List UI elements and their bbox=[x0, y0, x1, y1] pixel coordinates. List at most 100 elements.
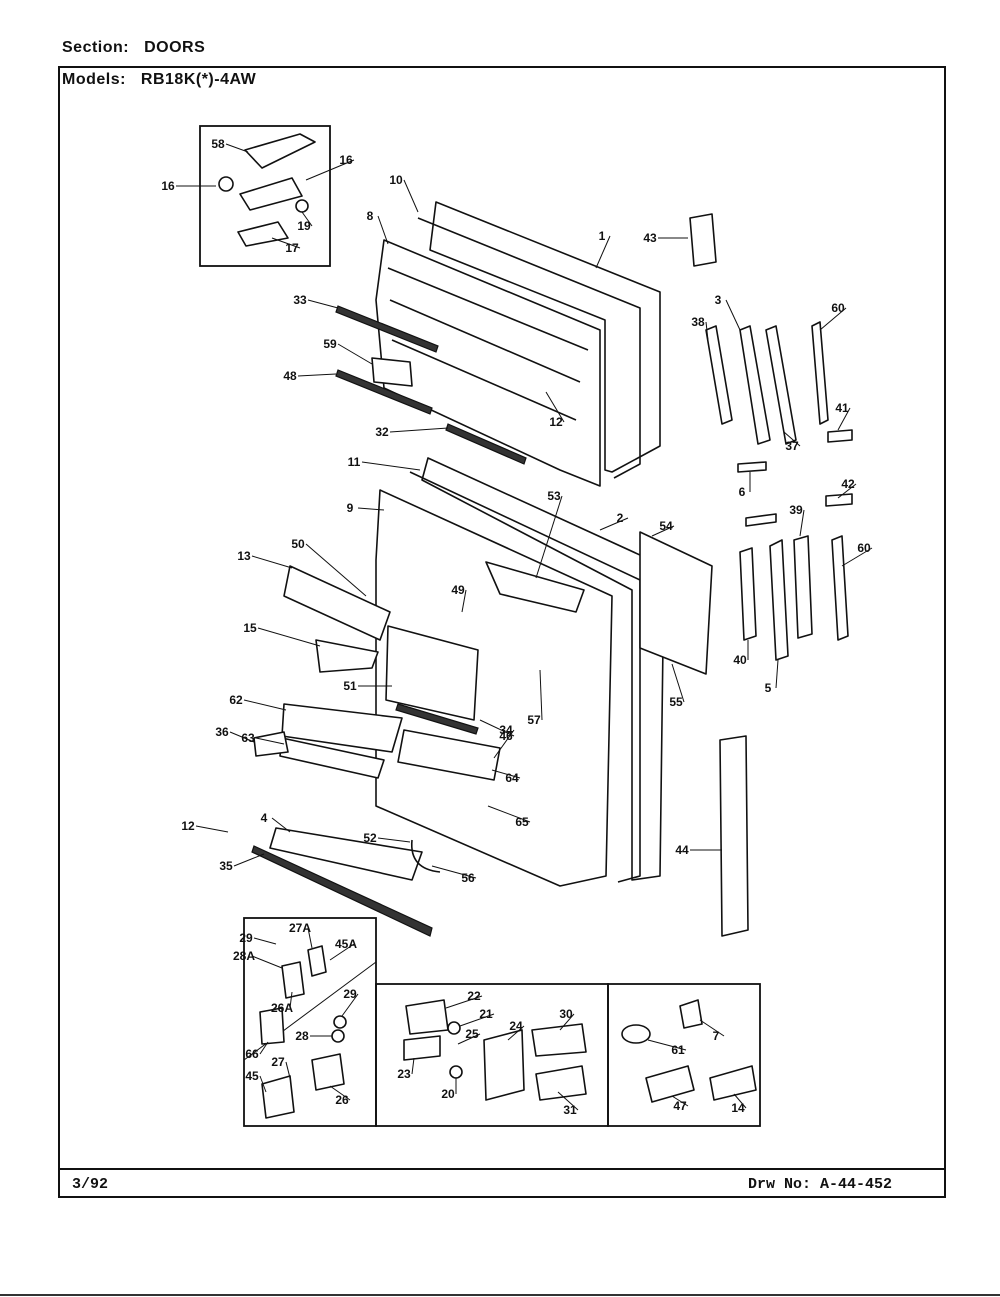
page-bottom-rule bbox=[0, 1294, 1000, 1296]
callout-label-16a: 16 bbox=[161, 179, 175, 193]
callout-label-42: 42 bbox=[841, 477, 855, 491]
leader-line-50 bbox=[305, 543, 367, 597]
handle-40 bbox=[739, 547, 757, 641]
callout-labels: 5816161917101843335948321233860413764211… bbox=[161, 137, 871, 1117]
leader-line-47 bbox=[671, 1095, 689, 1107]
callout-label-55: 55 bbox=[669, 695, 683, 709]
leader-line-45 bbox=[259, 1075, 267, 1093]
leader-line-29b bbox=[341, 993, 359, 1017]
callout-label-36: 36 bbox=[215, 725, 229, 739]
inset-box-right bbox=[607, 983, 761, 1127]
callout-label-29a: 29 bbox=[239, 931, 253, 945]
leader-line-4 bbox=[271, 817, 291, 833]
leader-line-38 bbox=[705, 321, 709, 341]
callout-label-65: 65 bbox=[515, 815, 529, 829]
hinge-47 bbox=[645, 1065, 695, 1103]
leader-line-64 bbox=[491, 769, 521, 779]
leader-line-62 bbox=[243, 699, 287, 711]
callout-label-58: 58 bbox=[211, 137, 225, 151]
callout-label-45A: 45A bbox=[335, 937, 357, 951]
callout-label-44: 44 bbox=[675, 843, 689, 857]
leader-line-1 bbox=[595, 235, 611, 269]
callout-label-19: 19 bbox=[297, 219, 311, 233]
freezer-door-gasket bbox=[417, 217, 641, 479]
freezer-shelf-rail-33 bbox=[335, 305, 439, 353]
spacer-6-top bbox=[737, 461, 767, 473]
callout-label-4: 4 bbox=[261, 811, 268, 825]
leader-line-22 bbox=[445, 995, 483, 1009]
callout-label-63: 63 bbox=[241, 731, 255, 745]
hinge-bracket-part bbox=[239, 177, 303, 211]
callout-label-60b: 60 bbox=[857, 541, 871, 555]
leader-line-26 bbox=[329, 1085, 351, 1101]
handle-trim-60-upper bbox=[811, 321, 829, 425]
callout-label-51: 51 bbox=[343, 679, 357, 693]
callout-label-13: 13 bbox=[237, 549, 251, 563]
leader-line-12b bbox=[195, 825, 229, 833]
hinge-30 bbox=[531, 1023, 587, 1057]
callout-label-10: 10 bbox=[389, 173, 403, 187]
callout-label-12a: 12 bbox=[549, 415, 563, 429]
callout-label-45: 45 bbox=[245, 1069, 259, 1083]
callout-label-15: 15 bbox=[243, 621, 257, 635]
models-label: Models: bbox=[62, 71, 126, 88]
callout-label-11: 11 bbox=[348, 455, 361, 469]
callout-label-29b: 29 bbox=[343, 987, 357, 1001]
freezer-shelf-rail-48 bbox=[335, 369, 433, 415]
leader-line-29a bbox=[253, 937, 277, 945]
callout-label-2: 2 bbox=[617, 511, 624, 525]
handle-bracket-3 bbox=[739, 325, 771, 445]
section-value: DOORS bbox=[144, 39, 206, 56]
leader-line-9 bbox=[357, 507, 385, 511]
leader-line-56 bbox=[431, 865, 477, 879]
models-value: RB18K(*)-4AW bbox=[140, 71, 257, 88]
leader-line-30 bbox=[559, 1013, 575, 1031]
callout-label-12b: 12 bbox=[181, 819, 195, 833]
handle-37 bbox=[765, 325, 797, 445]
hinge-part-66 bbox=[259, 1007, 285, 1045]
leader-line-28A bbox=[251, 955, 283, 969]
callout-label-54: 54 bbox=[659, 519, 673, 533]
leader-line-31 bbox=[557, 1091, 579, 1111]
rail-46 bbox=[395, 703, 479, 735]
leader-line-25 bbox=[457, 1033, 481, 1045]
trim-strip-35 bbox=[251, 845, 433, 937]
leader-line-59 bbox=[337, 343, 373, 365]
cap-61 bbox=[621, 1024, 651, 1044]
leader-line-48 bbox=[297, 373, 337, 377]
leader-line-45A bbox=[329, 943, 355, 961]
callout-label-59: 59 bbox=[323, 337, 337, 351]
leader-line-37 bbox=[783, 431, 801, 447]
callout-label-21: 21 bbox=[479, 1007, 493, 1021]
leader-line-35 bbox=[233, 853, 265, 867]
callout-label-6: 6 bbox=[739, 485, 746, 499]
leader-line-66 bbox=[259, 1041, 269, 1055]
callout-label-37: 37 bbox=[785, 439, 799, 453]
leader-line-14 bbox=[733, 1093, 747, 1109]
callout-label-31: 31 bbox=[563, 1103, 577, 1117]
callout-label-17: 17 bbox=[285, 241, 299, 255]
egg-tray-4 bbox=[269, 827, 423, 881]
dispenser-cover-51 bbox=[385, 625, 479, 721]
callout-label-47: 47 bbox=[673, 1099, 687, 1113]
hinge-part-26 bbox=[311, 1053, 345, 1091]
door-bin-34 bbox=[397, 729, 501, 781]
callout-label-57: 57 bbox=[527, 713, 541, 727]
callout-label-5: 5 bbox=[765, 681, 772, 695]
cap-36 bbox=[253, 731, 289, 757]
leader-line-52 bbox=[377, 837, 411, 843]
callout-label-22: 22 bbox=[467, 989, 481, 1003]
footer-drawing-number: Drw No: A-44-452 bbox=[748, 1176, 893, 1193]
hinge-part-27A bbox=[307, 945, 327, 977]
leader-line-53 bbox=[535, 495, 563, 579]
leader-line-49 bbox=[461, 589, 467, 613]
freezer-bracket-59 bbox=[371, 357, 413, 387]
leader-line-10 bbox=[403, 179, 419, 213]
callout-label-8: 8 bbox=[367, 209, 374, 223]
washer-part bbox=[295, 199, 309, 213]
hinge-31 bbox=[535, 1065, 587, 1101]
spacer-6-bottom bbox=[745, 513, 777, 527]
callout-label-14: 14 bbox=[731, 1101, 745, 1115]
leader-line-57 bbox=[539, 669, 543, 721]
